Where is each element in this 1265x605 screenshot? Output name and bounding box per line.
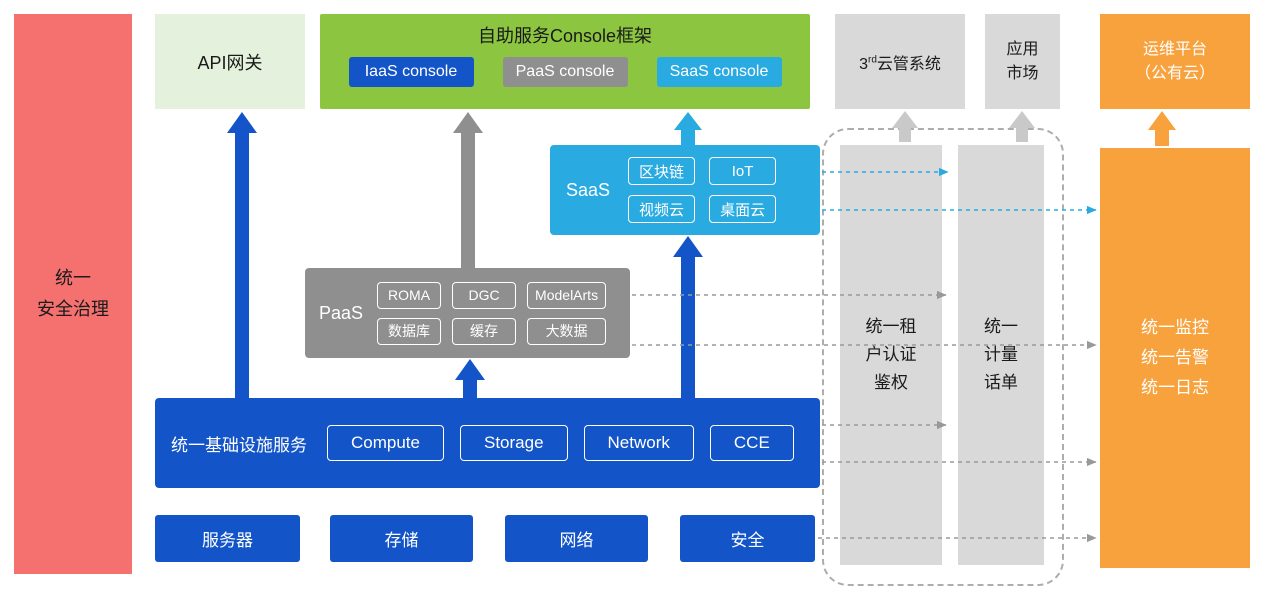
console-chip-row: IaaS console PaaS console SaaS console <box>348 57 782 87</box>
saas-service-iot: IoT <box>709 157 777 185</box>
infrastructure-services: Compute Storage Network CCE <box>327 425 794 461</box>
hardware-storage-box: 存储 <box>330 515 473 562</box>
hardware-server-box: 服务器 <box>155 515 300 562</box>
infra-to-api-gateway-arrow <box>227 112 257 398</box>
saas-to-console-arrow <box>674 112 702 145</box>
paas-service-roma: ROMA <box>377 281 442 309</box>
saas-label: SaaS <box>566 179 611 200</box>
paas-service-cache: 缓存 <box>452 317 517 345</box>
paas-service-bigdata: 大数据 <box>527 317 607 345</box>
third-party-cloud-label: 3rd云管系统 <box>859 50 941 74</box>
third-party-rest: 云管系统 <box>876 55 941 73</box>
paas-service-modelarts: ModelArts <box>527 281 607 309</box>
monitoring-column: 统一监控 统一告警 统一日志 <box>1100 148 1250 568</box>
saas-service-video-cloud: 视频云 <box>628 195 696 223</box>
hardware-storage-label: 存储 <box>384 531 419 550</box>
tenant-services-dashed-zone <box>822 128 1064 586</box>
saas-layer: SaaS 区块链 IoT 视频云 桌面云 <box>550 145 820 235</box>
hardware-security-label: 安全 <box>730 531 765 550</box>
paas-service-dgc: DGC <box>452 281 517 309</box>
api-gateway-label: API网关 <box>197 52 263 73</box>
infra-to-paas-arrow <box>455 359 485 398</box>
paas-service-database: 数据库 <box>377 317 442 345</box>
api-gateway-box: API网关 <box>155 14 305 109</box>
app-market-box: 应用 市场 <box>985 14 1060 109</box>
metering-label: 统一 计量 话单 <box>984 316 1018 393</box>
security-governance-bar: 统一 安全治理 <box>14 14 132 574</box>
paas-layer: PaaS ROMA DGC ModelArts 数据库 缓存 大数据 <box>305 268 630 358</box>
infra-service-network: Network <box>583 425 694 461</box>
infrastructure-label: 统一基础设施服务 <box>171 435 307 455</box>
paas-label: PaaS <box>319 302 364 323</box>
hardware-network-box: 网络 <box>505 515 648 562</box>
console-framework-box: 自助服务Console框架 IaaS console PaaS console … <box>320 14 810 109</box>
app-market-label: 应用 市场 <box>1006 40 1039 82</box>
monitoring-label: 统一监控 统一告警 统一日志 <box>1141 318 1209 397</box>
paas-services: ROMA DGC ModelArts 数据库 缓存 大数据 <box>377 281 607 345</box>
console-framework-title: 自助服务Console框架 <box>477 26 653 46</box>
infra-service-storage: Storage <box>459 425 568 461</box>
third-party-sup: rd <box>867 54 877 66</box>
saas-console-chip: SaaS console <box>656 57 782 87</box>
infra-service-compute: Compute <box>327 425 444 461</box>
tenant-auth-label: 统一租 户认证 鉴权 <box>865 316 917 393</box>
hardware-network-label: 网络 <box>559 531 594 550</box>
om-platform-label: 运维平台 （公有云） <box>1134 40 1215 82</box>
third-party-cloud-box: 3rd云管系统 <box>835 14 965 109</box>
saas-services: 区块链 IoT 视频云 桌面云 <box>628 157 777 223</box>
infra-to-saas-arrow <box>673 236 703 398</box>
hardware-server-label: 服务器 <box>202 531 253 550</box>
third-party-num: 3 <box>859 55 868 73</box>
monitor-to-om-platform-arrow <box>1148 111 1176 146</box>
metering-column: 统一 计量 话单 <box>958 145 1044 565</box>
saas-service-blockchain: 区块链 <box>628 157 696 185</box>
saas-service-desktop-cloud: 桌面云 <box>709 195 777 223</box>
hardware-security-box: 安全 <box>680 515 815 562</box>
paas-to-console-arrow <box>453 112 483 268</box>
paas-console-chip: PaaS console <box>502 57 628 87</box>
infrastructure-bar: 统一基础设施服务 Compute Storage Network CCE <box>155 398 820 488</box>
infra-service-cce: CCE <box>709 425 794 461</box>
om-platform-box: 运维平台 （公有云） <box>1100 14 1250 109</box>
tenant-auth-column: 统一租 户认证 鉴权 <box>840 145 942 565</box>
iaas-console-chip: IaaS console <box>348 57 474 87</box>
security-governance-label: 统一 安全治理 <box>37 268 109 319</box>
